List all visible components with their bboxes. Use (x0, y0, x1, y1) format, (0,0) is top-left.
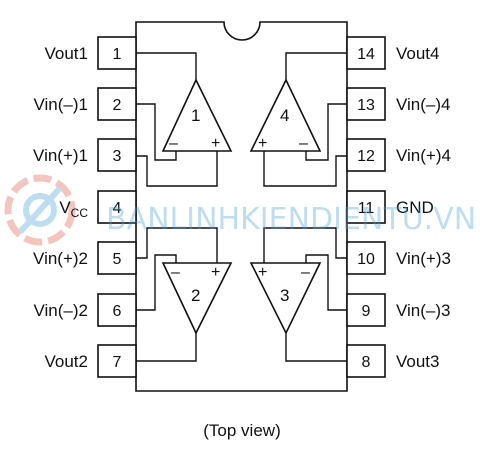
pin-number-6: 6 (113, 303, 122, 320)
minus-sign: – (299, 135, 308, 152)
pin-label-12: Vin(+)4 (396, 146, 451, 165)
pin-label-1: Vout1 (45, 44, 89, 63)
minus-sign: – (171, 264, 180, 281)
pin-label-14: Vout4 (396, 44, 440, 63)
pin-number-14: 14 (357, 46, 375, 63)
watermark-text: BANLINHKIENDIENTU.VN (106, 202, 476, 237)
plus-sign: + (211, 135, 220, 152)
op-amp-2: 2 – + (161, 262, 233, 335)
pin-label-text: Vout2 (45, 352, 89, 371)
pin-label-8: Vout3 (396, 352, 440, 371)
pin-label-2: Vin(–)1 (34, 95, 89, 114)
pin-label-5: Vin(+)2 (33, 249, 88, 268)
pin-label-text: Vin(–)3 (396, 301, 451, 320)
pin-label-text: Vout4 (396, 44, 440, 63)
pin-label-text: Vin(–)1 (34, 95, 89, 114)
amp-number: 1 (191, 106, 200, 125)
pin-box-5 (97, 241, 137, 275)
pin-label-3: Vin(+)1 (33, 146, 88, 165)
pin-number-3: 3 (113, 148, 122, 165)
pin-label-text: GND (396, 198, 434, 217)
pin-box-12 (346, 138, 386, 172)
pin-label-text: Vout3 (396, 352, 440, 371)
pin-number-10: 10 (357, 251, 375, 268)
pin-number-13: 13 (357, 97, 375, 114)
pin-label-9: Vin(–)3 (396, 301, 451, 320)
pin-label-6: Vin(–)2 (34, 301, 89, 320)
pin-number-4: 4 (113, 200, 122, 217)
pin-label-10: Vin(+)3 (396, 249, 451, 268)
pin-number-5: 5 (113, 251, 122, 268)
plus-sign: + (258, 135, 267, 152)
pin-label-13: Vin(–)4 (396, 95, 451, 114)
pin-number-8: 8 (362, 354, 371, 371)
pin-number-7: 7 (113, 354, 122, 371)
minus-sign: – (169, 135, 178, 152)
pin-number-2: 2 (113, 97, 122, 114)
pin-box-1 (97, 36, 137, 70)
pin-label-text: Vin(+)4 (396, 146, 451, 165)
pin-label-4: VCC (59, 198, 88, 220)
amp-number: 2 (191, 286, 200, 305)
pin-number-12: 12 (357, 148, 375, 165)
watermark-logo (4, 174, 76, 246)
minus-sign: – (301, 264, 310, 281)
amp-number: 3 (280, 286, 289, 305)
op-amp-3: 3 + – (249, 262, 322, 335)
pin-box-10 (346, 241, 386, 275)
ic-package (135, 21, 348, 392)
internal-wiring (136, 52, 347, 362)
pin-label-subscript: CC (71, 206, 89, 220)
pin-number-11: 11 (358, 200, 375, 217)
pin-number-1: 1 (113, 46, 122, 63)
pin-box-3 (97, 138, 137, 172)
pin-box-11 (346, 190, 386, 224)
plus-sign: + (211, 264, 220, 281)
amp-number: 4 (280, 106, 289, 125)
pin-label-text: Vin(–)4 (396, 95, 451, 114)
pin-number-9: 9 (362, 303, 371, 320)
plus-sign: + (258, 264, 267, 281)
pin-label-text: Vin(+)3 (396, 249, 451, 268)
pin-box-7 (97, 344, 137, 378)
pin-label-text: Vin(–)2 (34, 301, 89, 320)
op-amp-1: 1 – + (161, 78, 233, 152)
pin-label-11: GND (396, 198, 434, 217)
pin-box-4 (97, 190, 137, 224)
pin-label-text: Vin(+)1 (33, 146, 88, 165)
pin-label-7: Vout2 (45, 352, 89, 371)
pin-label-text: Vout1 (45, 44, 89, 63)
view-caption: (Top view) (203, 421, 280, 440)
op-amp-4: 4 + – (249, 78, 322, 152)
pin-label-text: Vin(+)2 (33, 249, 88, 268)
pin-box-8 (346, 344, 386, 378)
pin-label-text: V (59, 198, 71, 217)
